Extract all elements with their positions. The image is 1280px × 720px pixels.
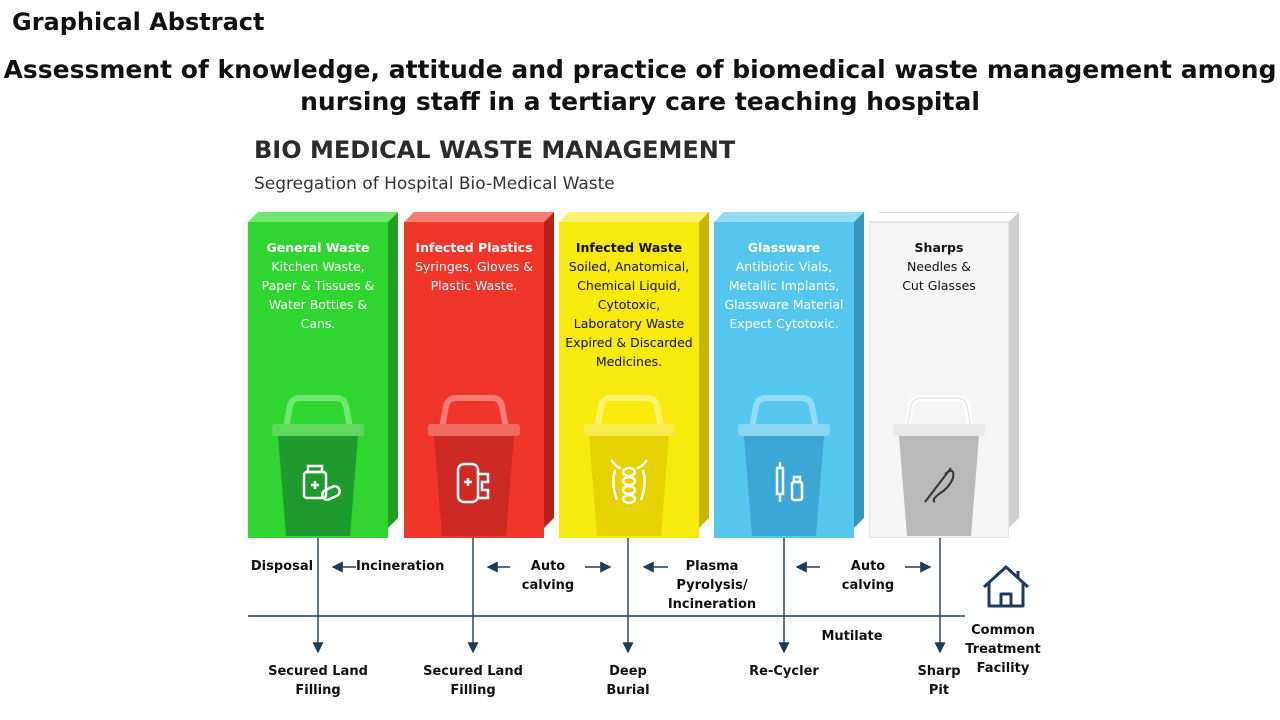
column-general-waste-text: General Waste Kitchen Waste,Paper & Tiss…: [252, 238, 384, 333]
column-infected-waste-text: Infected Waste Soiled, Anatomical,Chemic…: [563, 238, 695, 371]
column-title: General Waste: [266, 240, 370, 255]
house-icon: [982, 565, 1030, 608]
graphical-abstract-header: Graphical Abstract: [12, 8, 265, 36]
column-title: Infected Waste: [575, 240, 683, 255]
column-description: Soiled, Anatomical,Chemical Liquid, Cyto…: [565, 259, 693, 369]
column-title: Sharps: [914, 240, 964, 255]
yellow-bin-icon: [583, 395, 675, 536]
column-infected-waste: Infected Waste Soiled, Anatomical,Chemic…: [559, 212, 709, 538]
iv-bag-icon: [456, 462, 490, 504]
label-incineration: Incineration: [356, 559, 445, 574]
diagram-title: BIO MEDICAL WASTE MANAGEMENT: [254, 136, 736, 164]
diagram-subtitle: Segregation of Hospital Bio-Medical Wast…: [254, 174, 615, 194]
column-title: Glassware: [747, 240, 821, 255]
column-sharps: Sharps Needles &Cut Glasses: [869, 212, 1019, 538]
column-general-waste: General Waste Kitchen Waste,Paper & Tiss…: [248, 212, 398, 538]
syringe-vial-icon: [775, 462, 804, 502]
column-title: Infected Plastics: [415, 240, 533, 255]
column-description: Kitchen Waste,Paper & Tissues & Water Bo…: [261, 259, 375, 331]
page-title: Assessment of knowledge, attitude and pr…: [3, 55, 1277, 116]
column-glassware: Glassware Antibiotic Vials,Metallic Impl…: [714, 212, 864, 538]
label-disposal: Disposal: [250, 559, 314, 574]
blue-bin-icon: [738, 395, 830, 536]
red-bin-icon: [428, 395, 520, 536]
medicine-bottle-icon: [302, 464, 341, 501]
column-description: Syringes, Gloves &Plastic Waste.: [414, 259, 534, 293]
label-mutilate: Mutilate: [821, 629, 883, 644]
column-description: Needles &Cut Glasses: [902, 259, 976, 293]
green-bin-icon: [272, 395, 364, 536]
white-bin-icon: [893, 395, 985, 536]
column-sharps-text: Sharps Needles &Cut Glasses: [873, 238, 1005, 295]
column-glassware-text: Glassware Antibiotic Vials,Metallic Impl…: [718, 238, 850, 333]
column-infected-plastics-text: Infected Plastics Syringes, Gloves &Plas…: [408, 238, 540, 295]
needle-icon: [924, 467, 955, 503]
anatomy-icon: [610, 459, 648, 505]
column-infected-plastics: Infected Plastics Syringes, Gloves &Plas…: [404, 212, 554, 538]
outcome-recycler: Re-Cycler: [749, 664, 819, 679]
column-description: Antibiotic Vials,Metallic Implants, Glas…: [724, 259, 844, 331]
